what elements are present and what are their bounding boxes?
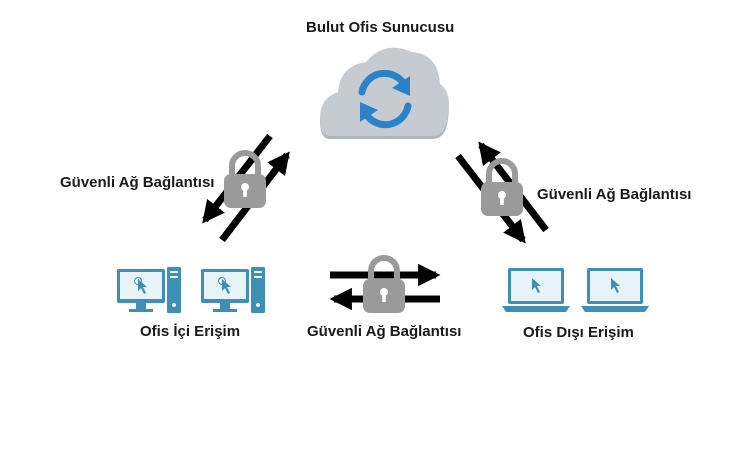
laptop-icon [502,268,570,312]
link-right-label: Güvenli Ağ Bağlantısı [537,186,692,203]
bottom-lock-icon [363,258,405,313]
left-lock-icon [224,153,266,208]
sync-icon [358,69,412,129]
link-bottom-label: Güvenli Ağ Bağlantısı [307,323,462,340]
link-left-label: Güvenli Ağ Bağlantısı [60,174,215,191]
office-internal-label: Ofis İçi Erişim [140,323,241,340]
desktop-computer-icon [116,266,182,314]
laptop-icon [581,268,649,312]
office-external-label: Ofis Dışı Erişim [523,324,634,341]
server-title: Bulut Ofis Sunucusu [306,19,455,36]
desktop-computer-icon [200,266,266,314]
cloud-server-icon [320,47,449,139]
